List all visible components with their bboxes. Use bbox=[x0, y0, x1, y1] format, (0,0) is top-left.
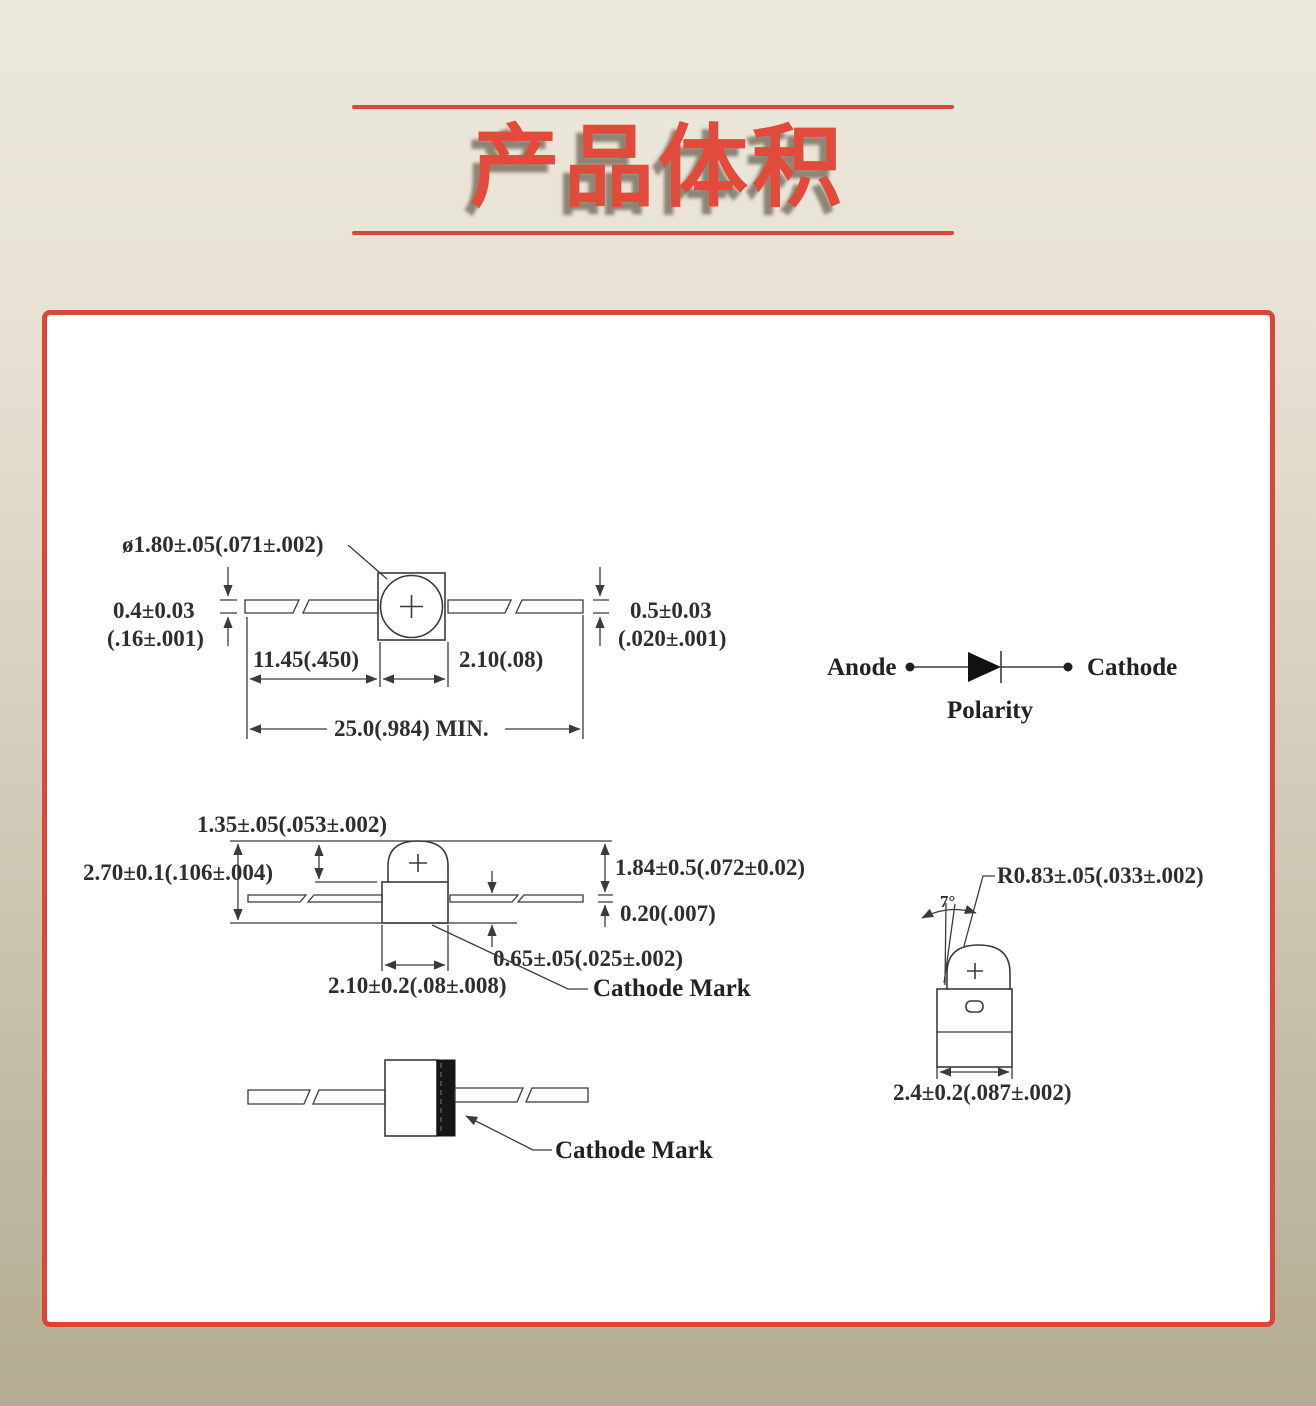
led-lens-circle bbox=[379, 574, 444, 639]
cathode-terminal-dot bbox=[1063, 662, 1073, 672]
cathode-mark-label: Cathode Mark bbox=[593, 975, 751, 1002]
left-lead-segment bbox=[306, 894, 383, 903]
dimension-drawing: ø1.80±.05(.071±.002) 0.4±0.03 (.16±.001)… bbox=[83, 532, 1204, 1164]
left-lead-segment bbox=[301, 599, 379, 614]
tilt-lines bbox=[943, 902, 956, 986]
dome-outline bbox=[946, 944, 1011, 990]
dim-overall-length: 25.0(.984) MIN. bbox=[334, 716, 489, 741]
dim-dome-width: 1.35±.05(.053±.002) bbox=[197, 812, 387, 837]
dome-outline bbox=[387, 840, 449, 882]
anode-label: Anode bbox=[827, 654, 896, 681]
diode-symbol bbox=[968, 652, 1001, 682]
dimension-tick bbox=[593, 599, 609, 614]
polarity-schematic: Anode Cathode Polarity bbox=[827, 651, 1177, 724]
right-lead-segment bbox=[514, 599, 584, 614]
left-lead-segment bbox=[244, 599, 301, 614]
extension-lines bbox=[246, 615, 584, 739]
title-rule-top bbox=[352, 105, 954, 109]
tilt-angle-label: 7° bbox=[940, 892, 955, 911]
body-outline bbox=[936, 988, 1013, 1068]
minus-mark bbox=[965, 1000, 984, 1013]
left-lead-segment bbox=[247, 894, 308, 903]
dim-lead-thickness: 0.20(.007) bbox=[620, 901, 716, 926]
dim-front-body-width: 2.4±0.2(.087±.002) bbox=[893, 1080, 1072, 1105]
dim-left-lead-length: 11.45(.450) bbox=[253, 647, 359, 672]
plus-mark bbox=[409, 854, 427, 872]
dim-dome-radius: R0.83±.05(.033±.002) bbox=[997, 863, 1204, 888]
polarity-caption: Polarity bbox=[947, 697, 1034, 724]
dim-right-lead-thickness-in: (.020±.001) bbox=[618, 626, 726, 651]
cathode-band bbox=[436, 1059, 456, 1137]
leader-line bbox=[465, 1115, 534, 1151]
extension-lines bbox=[381, 925, 449, 971]
plus-mark bbox=[967, 963, 983, 979]
dim-left-lead-thickness-in: (.16±.001) bbox=[107, 626, 204, 651]
leader-line bbox=[431, 924, 588, 990]
dim-dome-height: 1.84±0.5(.072±0.02) bbox=[615, 855, 805, 880]
angle-arc bbox=[921, 905, 977, 919]
cathode-label: Cathode bbox=[1087, 654, 1177, 681]
dim-overall-height: 2.70±0.1(.106±.004) bbox=[83, 860, 273, 885]
left-lead-segment bbox=[312, 1089, 386, 1105]
title-rule-bottom bbox=[352, 231, 954, 235]
left-lead-segment bbox=[247, 1089, 311, 1105]
leader-line bbox=[963, 875, 995, 947]
dimension-tick bbox=[220, 599, 237, 614]
dim-lens-diameter: ø1.80±.05(.071±.002) bbox=[122, 532, 324, 557]
front-view: R0.83±.05(.033±.002) 7° 2.4±0.2(.087±.00… bbox=[893, 863, 1204, 1105]
top-view: ø1.80±.05(.071±.002) 0.4±0.03 (.16±.001)… bbox=[107, 532, 726, 741]
bottom-view: Cathode Mark bbox=[247, 1059, 713, 1164]
leader-line bbox=[347, 544, 388, 580]
right-lead-segment bbox=[525, 1087, 589, 1103]
dimension-tick bbox=[598, 894, 613, 903]
body-outline bbox=[381, 881, 449, 924]
right-lead-segment bbox=[449, 894, 520, 903]
drawing-panel: ø1.80±.05(.071±.002) 0.4±0.03 (.16±.001)… bbox=[42, 310, 1275, 1327]
body-outline bbox=[384, 1059, 438, 1137]
page-title: 产品体积 bbox=[470, 115, 846, 220]
dim-body-width: 2.10(.08) bbox=[459, 647, 543, 672]
extension-lines bbox=[936, 1067, 1013, 1079]
right-lead-segment bbox=[454, 1087, 524, 1103]
dim-lead-offset: 0.65±.05(.025±.002) bbox=[493, 946, 683, 971]
dim-left-lead-thickness: 0.4±0.03 bbox=[113, 598, 195, 623]
right-lead-segment bbox=[516, 894, 584, 903]
right-lead-segment bbox=[447, 599, 513, 614]
plus-mark bbox=[400, 595, 423, 618]
side-view: 1.35±.05(.053±.002) 2.70±0.1(.106±.004) … bbox=[83, 812, 805, 1002]
dim-right-lead-thickness: 0.5±0.03 bbox=[630, 598, 712, 623]
anode-terminal-dot bbox=[905, 662, 915, 672]
dim-base-width: 2.10±0.2(.08±.008) bbox=[328, 973, 507, 998]
cathode-mark-label: Cathode Mark bbox=[555, 1137, 713, 1164]
